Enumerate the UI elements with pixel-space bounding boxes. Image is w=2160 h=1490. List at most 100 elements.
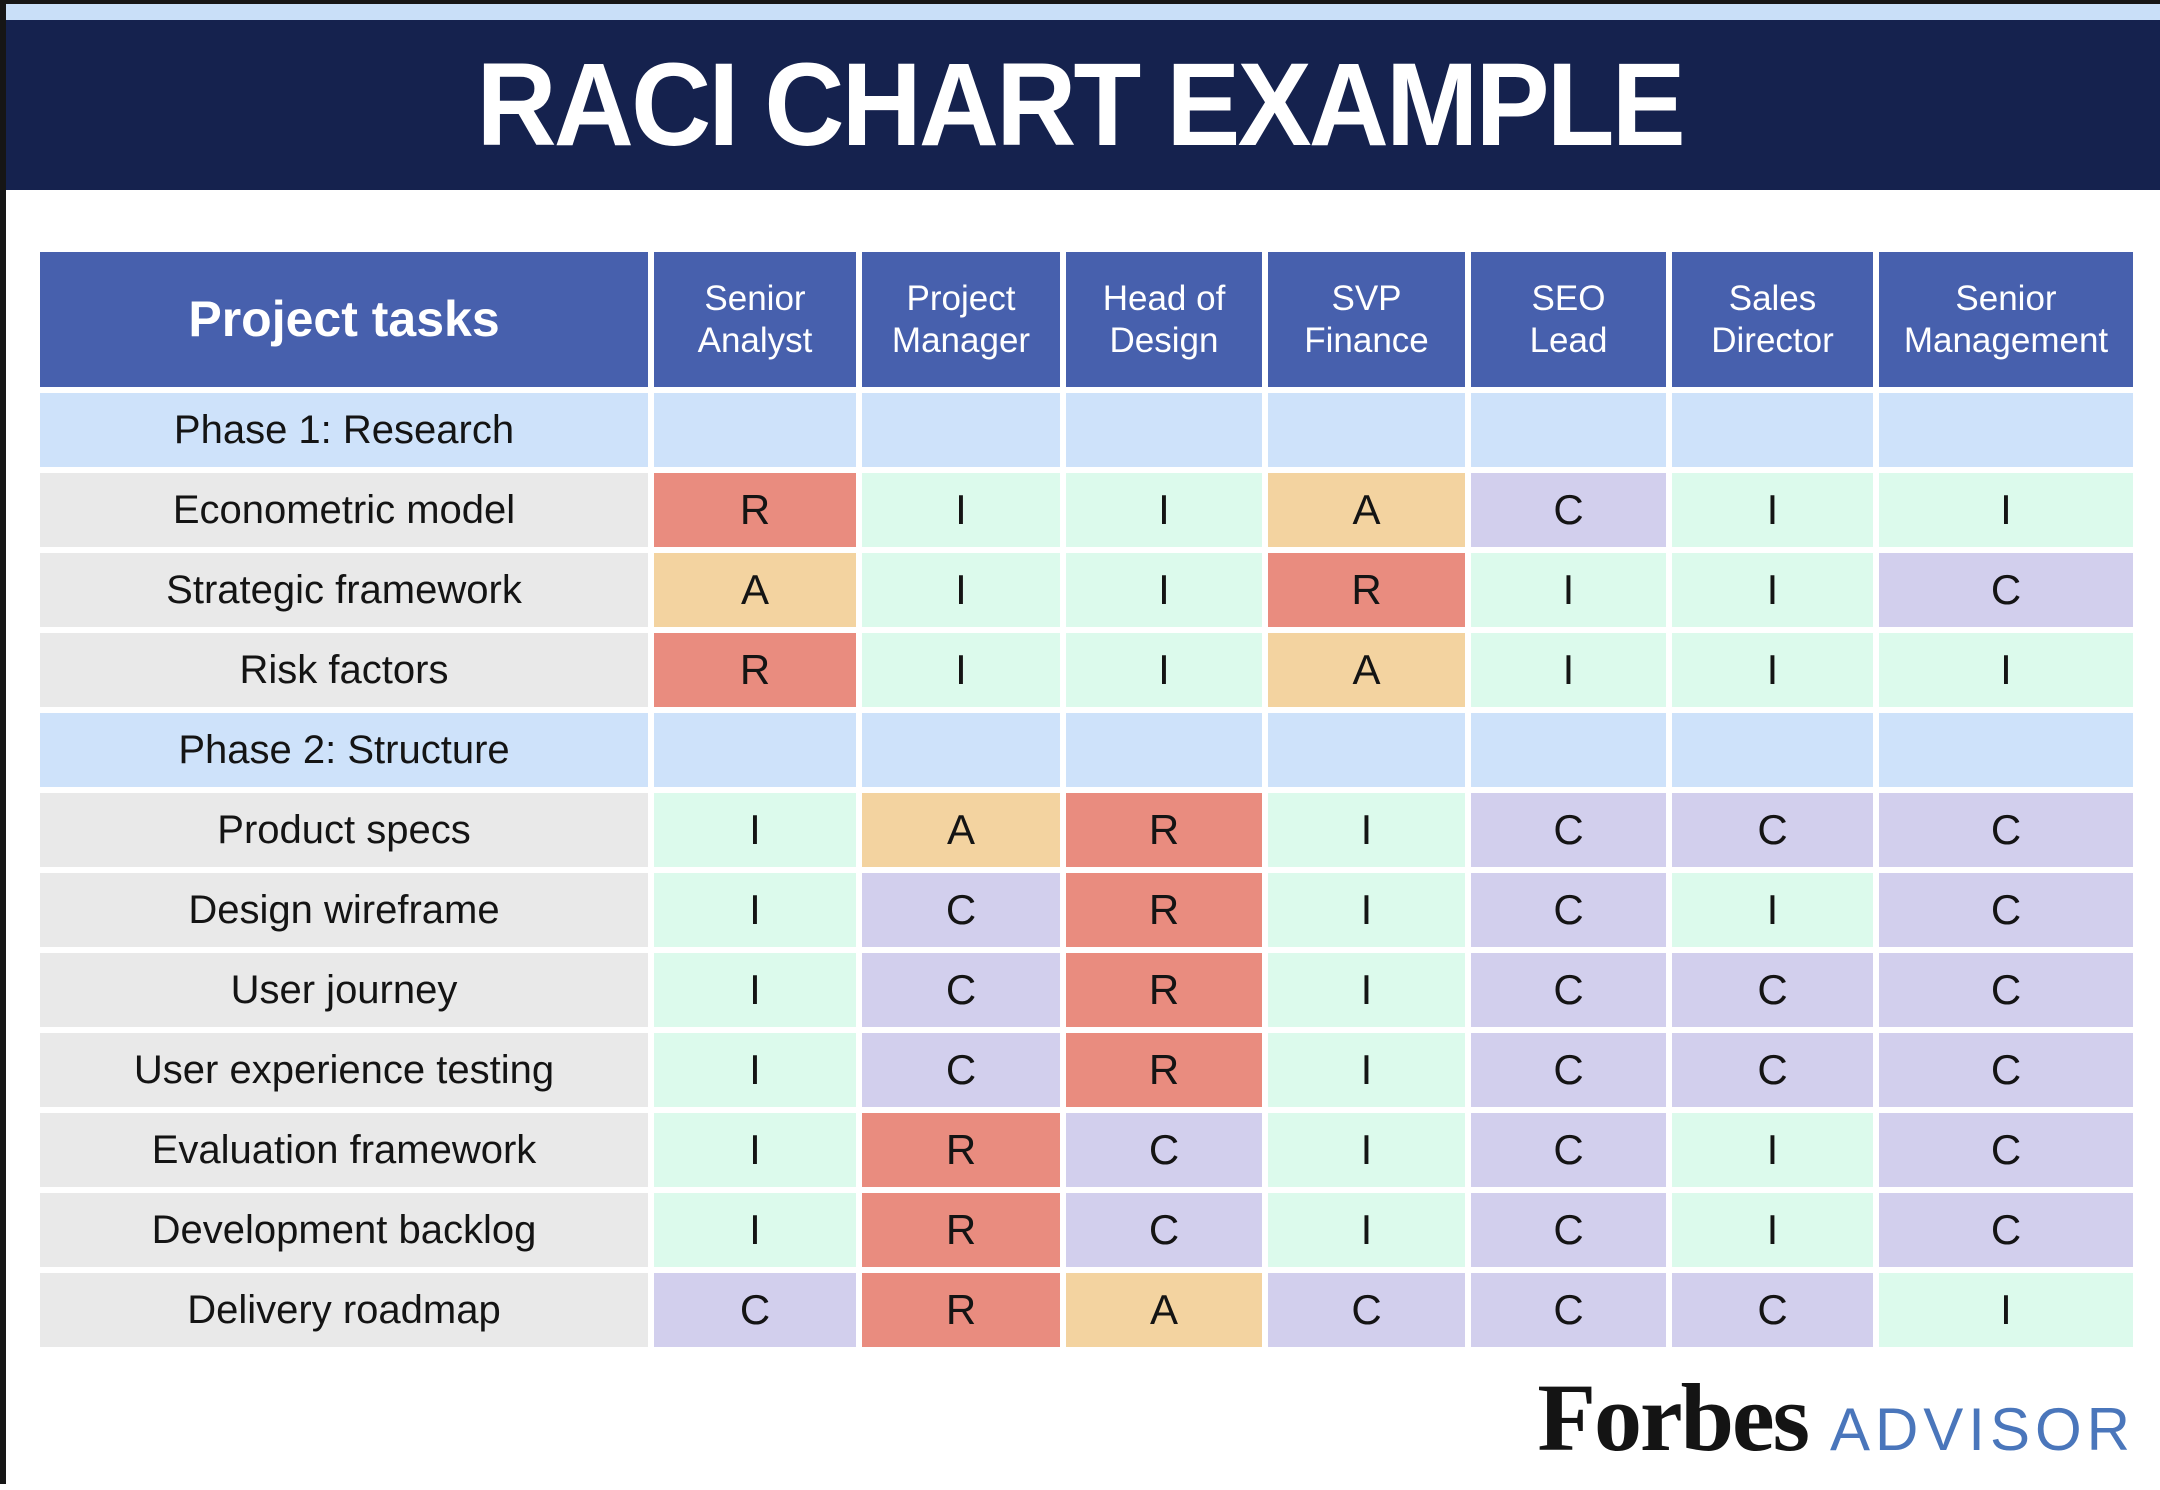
phase-row-cell <box>1066 393 1262 467</box>
raci-cell-R: R <box>1066 873 1262 947</box>
raci-cell-R: R <box>862 1193 1060 1267</box>
raci-cell-R: R <box>862 1113 1060 1187</box>
raci-cell-I: I <box>1268 873 1465 947</box>
raci-cell-I: I <box>1066 553 1262 627</box>
raci-cell-A: A <box>1268 633 1465 707</box>
phase-row-cell <box>1879 713 2133 787</box>
raci-cell-C: C <box>1672 793 1873 867</box>
raci-cell-R: R <box>862 1273 1060 1347</box>
raci-cell-C: C <box>1066 1193 1262 1267</box>
raci-cell-R: R <box>654 633 856 707</box>
task-label: User experience testing <box>40 1033 648 1107</box>
role-column-header: Project Manager <box>862 252 1060 387</box>
raci-cell-I: I <box>1879 1273 2133 1347</box>
raci-cell-I: I <box>1879 473 2133 547</box>
task-label: Econometric model <box>40 473 648 547</box>
role-column-header: Senior Analyst <box>654 252 856 387</box>
raci-cell-C: C <box>1471 793 1666 867</box>
raci-cell-C: C <box>654 1273 856 1347</box>
raci-cell-I: I <box>1268 953 1465 1027</box>
raci-cell-C: C <box>1471 1273 1666 1347</box>
top-border <box>0 0 2160 4</box>
raci-cell-C: C <box>1879 793 2133 867</box>
raci-cell-I: I <box>1268 1113 1465 1187</box>
forbes-wordmark: Forbes <box>1537 1364 1810 1471</box>
phase-row-cell <box>654 713 856 787</box>
raci-cell-I: I <box>1268 1033 1465 1107</box>
role-column-header: Senior Management <box>1879 252 2133 387</box>
raci-cell-I: I <box>862 633 1060 707</box>
phase-row-cell <box>862 713 1060 787</box>
phase-row-cell <box>1066 713 1262 787</box>
raci-cell-I: I <box>1672 1193 1873 1267</box>
top-strip <box>0 4 2160 20</box>
raci-cell-C: C <box>862 1033 1060 1107</box>
raci-cell-C: C <box>1672 1033 1873 1107</box>
task-label: User journey <box>40 953 648 1027</box>
task-label: Delivery roadmap <box>40 1273 648 1347</box>
raci-cell-C: C <box>862 953 1060 1027</box>
phase-row-cell <box>1268 713 1465 787</box>
raci-cell-I: I <box>1471 553 1666 627</box>
raci-cell-C: C <box>1471 1113 1666 1187</box>
role-column-header: Sales Director <box>1672 252 1873 387</box>
role-column-header: SEO Lead <box>1471 252 1666 387</box>
raci-cell-I: I <box>1066 633 1262 707</box>
raci-cell-R: R <box>654 473 856 547</box>
raci-cell-I: I <box>654 793 856 867</box>
raci-cell-I: I <box>1471 633 1666 707</box>
raci-cell-A: A <box>862 793 1060 867</box>
raci-cell-C: C <box>1471 1193 1666 1267</box>
task-label: Strategic framework <box>40 553 648 627</box>
raci-cell-R: R <box>1066 1033 1262 1107</box>
raci-cell-C: C <box>1672 1273 1873 1347</box>
raci-cell-C: C <box>1879 1193 2133 1267</box>
raci-cell-I: I <box>862 553 1060 627</box>
phase-row-cell <box>1471 713 1666 787</box>
forbes-advisor-logo: Forbes ADVISOR <box>1537 1362 2135 1473</box>
role-column-header: Head of Design <box>1066 252 1262 387</box>
raci-cell-I: I <box>1672 873 1873 947</box>
task-label: Evaluation framework <box>40 1113 648 1187</box>
raci-cell-C: C <box>1879 1033 2133 1107</box>
page-title: RACI CHART EXAMPLE <box>476 39 1686 171</box>
raci-cell-I: I <box>1672 633 1873 707</box>
raci-cell-C: C <box>1879 553 2133 627</box>
raci-cell-I: I <box>654 1033 856 1107</box>
raci-cell-C: C <box>1471 873 1666 947</box>
phase-row-cell <box>1268 393 1465 467</box>
phase-row-cell <box>654 393 856 467</box>
task-label: Risk factors <box>40 633 648 707</box>
raci-cell-I: I <box>654 953 856 1027</box>
raci-cell-I: I <box>1268 793 1465 867</box>
raci-cell-A: A <box>654 553 856 627</box>
raci-cell-R: R <box>1066 793 1262 867</box>
raci-cell-I: I <box>654 1113 856 1187</box>
raci-cell-C: C <box>1471 1033 1666 1107</box>
raci-cell-I: I <box>1066 473 1262 547</box>
raci-cell-I: I <box>1672 473 1873 547</box>
raci-cell-R: R <box>1268 553 1465 627</box>
raci-cell-C: C <box>1879 953 2133 1027</box>
phase-row-cell <box>1672 713 1873 787</box>
raci-cell-C: C <box>1471 953 1666 1027</box>
phase-row-label: Phase 2: Structure <box>40 713 648 787</box>
raci-cell-C: C <box>1879 873 2133 947</box>
task-label: Design wireframe <box>40 873 648 947</box>
raci-cell-I: I <box>1672 553 1873 627</box>
raci-cell-I: I <box>654 873 856 947</box>
raci-cell-C: C <box>1879 1113 2133 1187</box>
phase-row-label: Phase 1: Research <box>40 393 648 467</box>
title-band: RACI CHART EXAMPLE <box>0 20 2160 190</box>
advisor-wordmark: ADVISOR <box>1829 1396 2135 1463</box>
phase-row-cell <box>862 393 1060 467</box>
task-label: Product specs <box>40 793 648 867</box>
role-column-header: SVP Finance <box>1268 252 1465 387</box>
phase-row-cell <box>1672 393 1873 467</box>
raci-cell-R: R <box>1066 953 1262 1027</box>
phase-row-cell <box>1879 393 2133 467</box>
raci-cell-C: C <box>1268 1273 1465 1347</box>
raci-cell-I: I <box>1879 633 2133 707</box>
raci-cell-A: A <box>1066 1273 1262 1347</box>
